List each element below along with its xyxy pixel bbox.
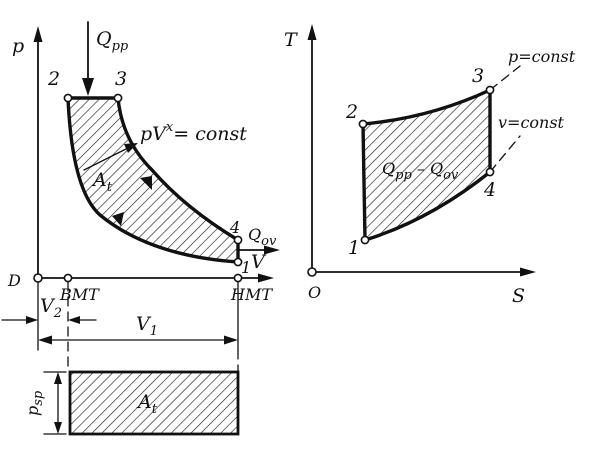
state-label-2: 2 [47,68,60,90]
hmt-label: HMT [230,285,273,304]
isentropic-compression-line [361,122,367,242]
heat-output-label: Qov [248,225,277,249]
compression-direction-arrow [112,212,124,226]
p-axis-label: p [12,35,24,57]
v1-arrowhead-left [38,335,52,345]
ts-state-point-1 [360,235,370,245]
psp-label: psp [23,390,46,416]
work-area-pointer-head [124,143,138,153]
v1-arrowhead-right [224,335,238,345]
p-const-leader [489,65,521,91]
v2-label: V2 [40,295,62,321]
isochoric-cooling-curve [363,170,492,242]
net-heat-hatch [363,90,490,240]
state-label-1: 1 [241,258,251,277]
work-area-pointer [83,147,129,171]
rect-area-label: At [136,391,158,417]
heat-input-label: Qpp [96,28,129,54]
polytrope-label: pVx= const [140,120,247,145]
origin-label-o: O [308,283,321,302]
t-axis-arrowhead [307,24,317,40]
work-area-label: At [91,169,113,195]
s-axis-arrowhead [520,267,536,277]
bmt-label: BMT [59,285,100,304]
heat-output-arrowhead [264,245,280,255]
pv-diagram: p V D Qpp Qov 2 3 4 1 pVx [1,21,280,436]
v-const-label: v=const [498,113,565,132]
state-point-3 [113,93,123,103]
expansion-direction-arrow [140,176,152,190]
v-axis-arrowhead [258,273,274,283]
ts-state-point-2 [358,119,368,129]
bmt-point [63,273,73,283]
ts-state-label-1: 1 [348,237,360,259]
p-axis-arrowhead [33,26,43,42]
state-point-1 [233,257,243,267]
v2-arrowhead-left [26,316,38,324]
origin-point-d [33,273,43,283]
origin-point-o [307,267,317,277]
state-point-2 [63,93,73,103]
ts-state-label-4: 4 [483,179,496,201]
v1-label: V1 [136,313,158,339]
state-label-3: 3 [115,68,127,90]
ts-state-label-3: 3 [472,65,484,87]
ts-state-point-3 [485,85,495,95]
v2-arrowhead-right [68,316,80,324]
ts-state-label-2: 2 [345,101,358,123]
v-axis-label: V [251,251,267,273]
ts-state-point-4 [485,167,495,177]
s-axis-label: S [512,285,525,307]
hmt-point [233,273,243,283]
heat-input-arrowhead [82,78,94,96]
isochoric-heating-curve [361,88,492,126]
mean-pressure-rectangle [68,370,240,436]
expansion-curve [66,96,240,242]
state-point-4 [233,235,243,245]
origin-label-d: D [7,271,21,290]
t-axis-label: T [284,29,298,51]
state-label-4: 4 [229,218,240,237]
p-const-label: p=const [508,47,576,66]
ts-diagram: T S O p=const v=const 2 3 4 1 Qpp – Qov [284,24,576,307]
psp-arrowhead-bottom [54,422,62,434]
net-heat-label: Qpp – Qov [382,159,459,183]
compression-curve [66,96,240,264]
psp-arrowhead-top [54,372,62,384]
v-const-leader [489,135,521,173]
